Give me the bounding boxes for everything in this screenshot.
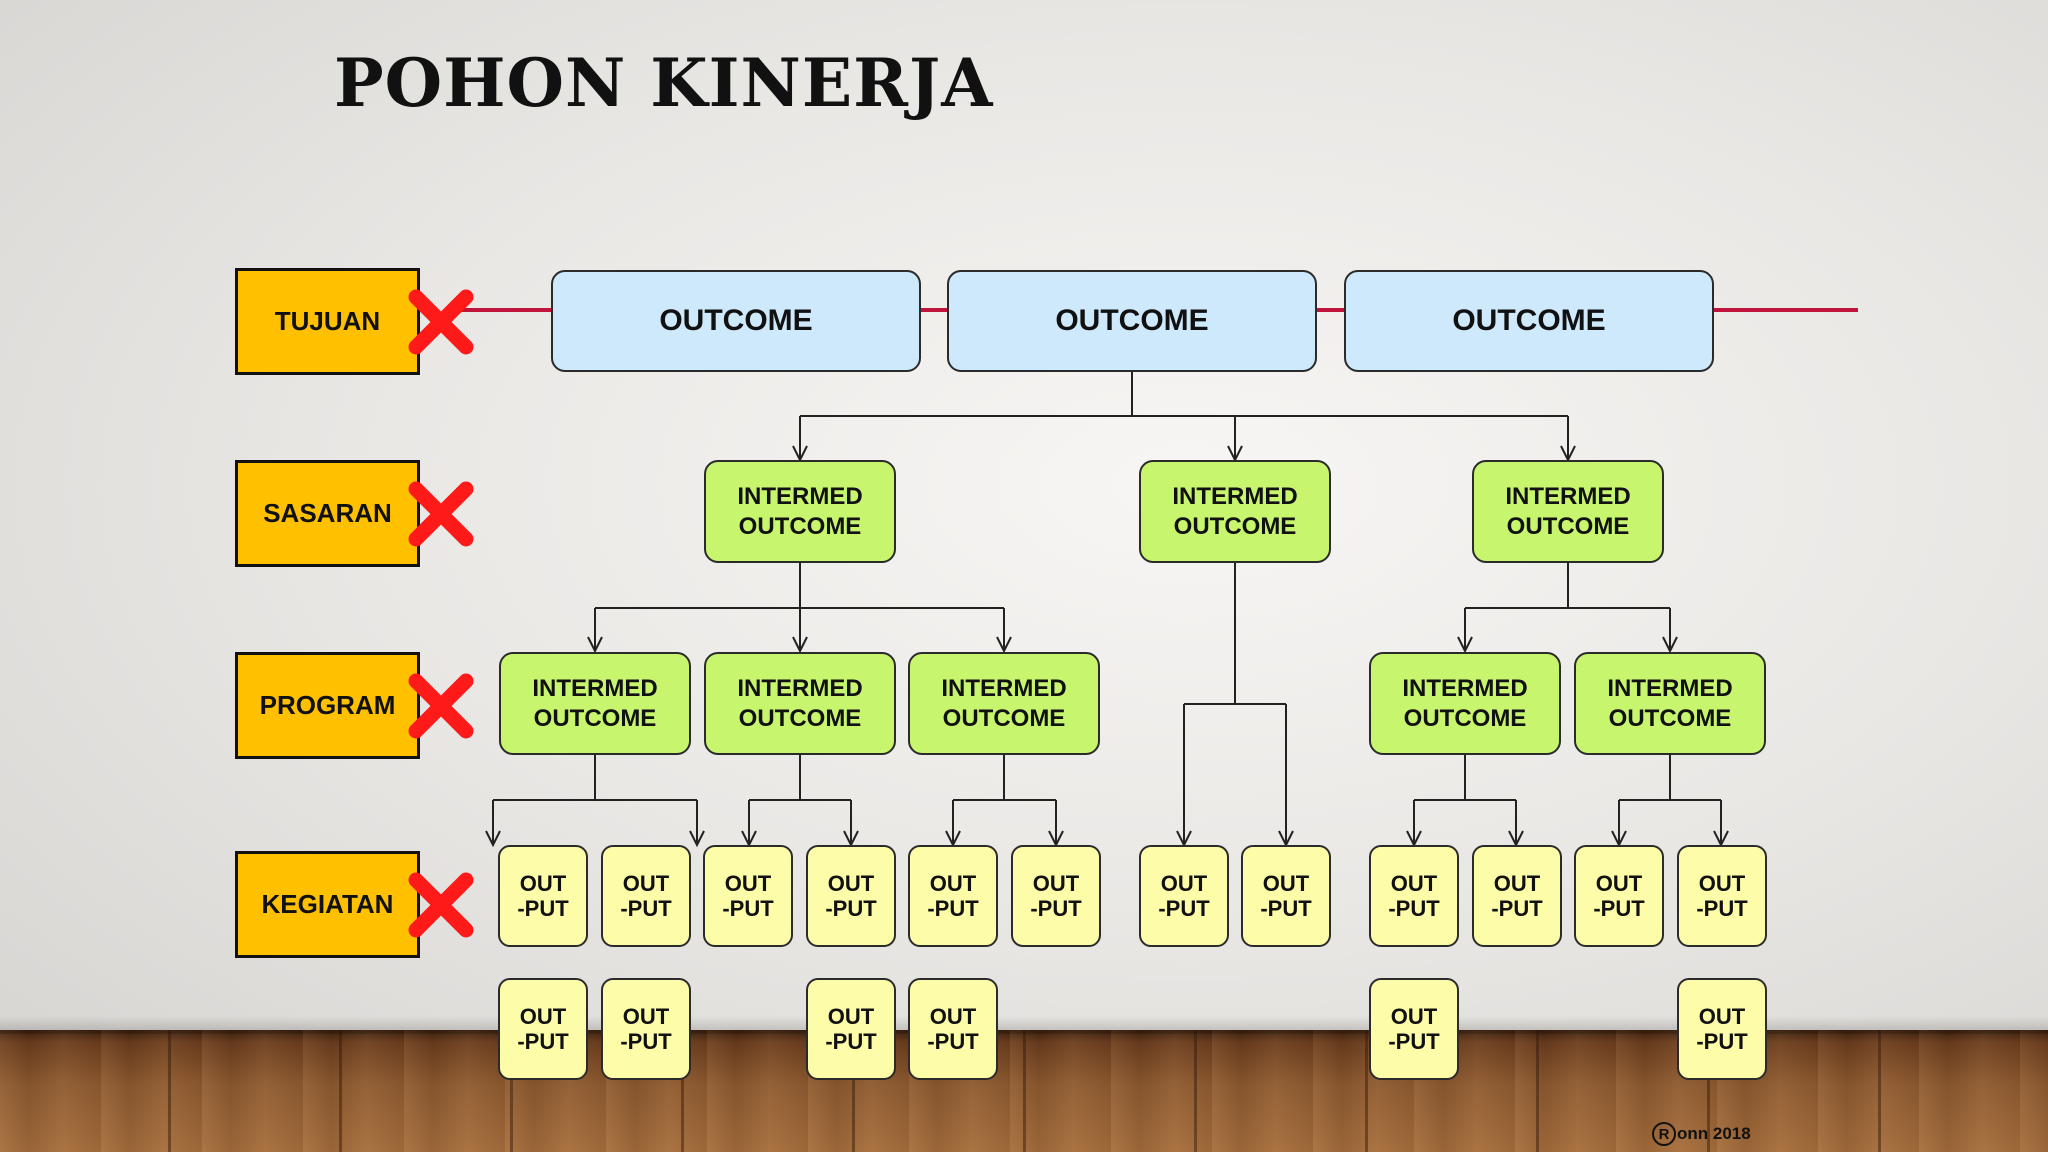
- level-program: PROGRAM: [235, 652, 420, 759]
- output-box: OUT -PUT: [1677, 978, 1767, 1080]
- output-box: OUT -PUT: [806, 978, 896, 1080]
- output-box: OUT -PUT: [908, 978, 998, 1080]
- outcome-box: OUTCOME: [947, 270, 1317, 372]
- arrow-head: [689, 830, 705, 848]
- x-mark-icon: [408, 289, 474, 355]
- intermediate-outcome-box: INTERMED OUTCOME: [1139, 460, 1331, 563]
- arrow-head: [1662, 636, 1678, 654]
- output-box: OUT -PUT: [498, 978, 588, 1080]
- x-mark-icon: [408, 673, 474, 739]
- output-box: OUT -PUT: [1369, 978, 1459, 1080]
- intermediate-outcome-box: INTERMED OUTCOME: [704, 460, 896, 563]
- outcome-box: OUTCOME: [551, 270, 921, 372]
- credit-text: onn 2018: [1677, 1124, 1751, 1143]
- output-box: OUT -PUT: [1139, 845, 1229, 947]
- x-mark-icon: [408, 872, 474, 938]
- intermediate-outcome-box: INTERMED OUTCOME: [499, 652, 691, 755]
- x-mark-icon: [408, 481, 474, 547]
- arrow-head: [485, 830, 501, 848]
- intermediate-outcome-box: INTERMED OUTCOME: [1369, 652, 1561, 755]
- level-sasaran: SASARAN: [235, 460, 420, 567]
- output-box: OUT -PUT: [601, 845, 691, 947]
- intermediate-outcome-box: INTERMED OUTCOME: [1574, 652, 1766, 755]
- output-box: OUT -PUT: [1241, 845, 1331, 947]
- output-box: OUT -PUT: [1677, 845, 1767, 947]
- level-tujuan: TUJUAN: [235, 268, 420, 375]
- arrow-head: [587, 636, 603, 654]
- output-box: OUT -PUT: [703, 845, 793, 947]
- output-box: OUT -PUT: [1011, 845, 1101, 947]
- page-title: POHON KINERJA: [334, 44, 994, 122]
- intermediate-outcome-box: INTERMED OUTCOME: [1472, 460, 1664, 563]
- intermediate-outcome-box: INTERMED OUTCOME: [704, 652, 896, 755]
- output-box: OUT -PUT: [1574, 845, 1664, 947]
- output-box: OUT -PUT: [601, 978, 691, 1080]
- arrow-head: [996, 636, 1012, 654]
- output-box: OUT -PUT: [908, 845, 998, 947]
- output-box: OUT -PUT: [1369, 845, 1459, 947]
- arrow-head: [1457, 636, 1473, 654]
- credit: R onn 2018: [1652, 1122, 1751, 1146]
- registered-mark-icon: R: [1652, 1122, 1676, 1146]
- arrow-head: [792, 636, 808, 654]
- output-box: OUT -PUT: [1472, 845, 1562, 947]
- outcome-box: OUTCOME: [1344, 270, 1714, 372]
- level-kegiatan: KEGIATAN: [235, 851, 420, 958]
- intermediate-outcome-box: INTERMED OUTCOME: [908, 652, 1100, 755]
- output-box: OUT -PUT: [806, 845, 896, 947]
- output-box: OUT -PUT: [498, 845, 588, 947]
